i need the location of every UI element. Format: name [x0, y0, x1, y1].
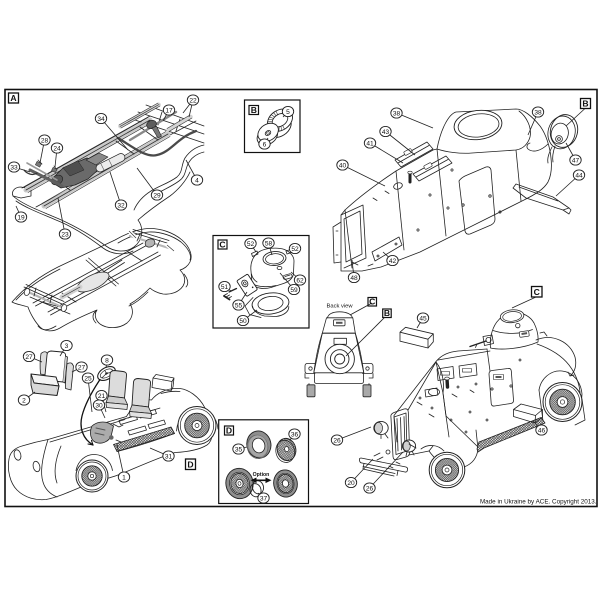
svg-text:35: 35 — [235, 446, 243, 453]
svg-text:D: D — [187, 460, 193, 470]
svg-text:6: 6 — [263, 141, 267, 148]
svg-text:32: 32 — [117, 202, 125, 209]
svg-text:17: 17 — [165, 107, 173, 114]
svg-text:D: D — [226, 426, 232, 436]
svg-text:31: 31 — [165, 453, 173, 460]
svg-text:26: 26 — [366, 485, 374, 492]
svg-text:2: 2 — [22, 397, 26, 404]
svg-text:25: 25 — [84, 375, 92, 382]
svg-text:B: B — [384, 308, 390, 318]
svg-text:19: 19 — [17, 214, 25, 221]
svg-text:48: 48 — [350, 275, 358, 282]
svg-text:58: 58 — [265, 240, 273, 247]
svg-text:43: 43 — [382, 129, 390, 136]
svg-text:59: 59 — [290, 287, 298, 294]
svg-text:4: 4 — [195, 177, 199, 184]
svg-text:B: B — [582, 99, 588, 109]
svg-text:23: 23 — [61, 231, 69, 238]
svg-text:52: 52 — [291, 246, 299, 253]
svg-text:34: 34 — [97, 116, 105, 123]
svg-text:8: 8 — [105, 357, 109, 364]
svg-text:C: C — [219, 240, 225, 250]
svg-text:38: 38 — [393, 110, 401, 117]
svg-text:27: 27 — [25, 354, 33, 361]
svg-text:45: 45 — [419, 315, 427, 322]
svg-text:40: 40 — [339, 162, 347, 169]
svg-text:51: 51 — [221, 284, 229, 291]
svg-text:37: 37 — [260, 495, 268, 502]
svg-text:5: 5 — [286, 109, 290, 116]
svg-text:42: 42 — [389, 258, 397, 265]
svg-text:Made in Ukraine by ACE. Copyri: Made in Ukraine by ACE. Copyright 2013. — [480, 499, 597, 506]
svg-text:33: 33 — [10, 164, 18, 171]
svg-text:52: 52 — [247, 241, 255, 248]
svg-text:26: 26 — [333, 437, 341, 444]
svg-text:C: C — [369, 297, 375, 307]
svg-text:30: 30 — [95, 402, 103, 409]
svg-text:B: B — [251, 105, 257, 115]
svg-text:55: 55 — [235, 302, 243, 309]
svg-text:Back view: Back view — [327, 304, 354, 310]
svg-text:A: A — [10, 93, 16, 103]
svg-text:3: 3 — [65, 343, 69, 350]
svg-text:50: 50 — [239, 318, 247, 325]
svg-text:27: 27 — [78, 364, 86, 371]
svg-text:29: 29 — [153, 192, 161, 199]
svg-text:47: 47 — [572, 157, 580, 164]
svg-text:C: C — [534, 287, 540, 297]
svg-text:22: 22 — [189, 97, 197, 104]
svg-text:62: 62 — [296, 277, 304, 284]
svg-text:46: 46 — [538, 427, 546, 434]
svg-text:24: 24 — [53, 145, 61, 152]
svg-text:1: 1 — [122, 474, 126, 481]
svg-text:21: 21 — [98, 393, 106, 400]
svg-text:28: 28 — [41, 137, 49, 144]
svg-text:20: 20 — [347, 480, 355, 487]
svg-text:Option: Option — [253, 472, 270, 478]
svg-text:44: 44 — [575, 172, 583, 179]
svg-text:41: 41 — [366, 140, 374, 147]
svg-text:36: 36 — [291, 431, 299, 438]
svg-text:38: 38 — [534, 109, 542, 116]
